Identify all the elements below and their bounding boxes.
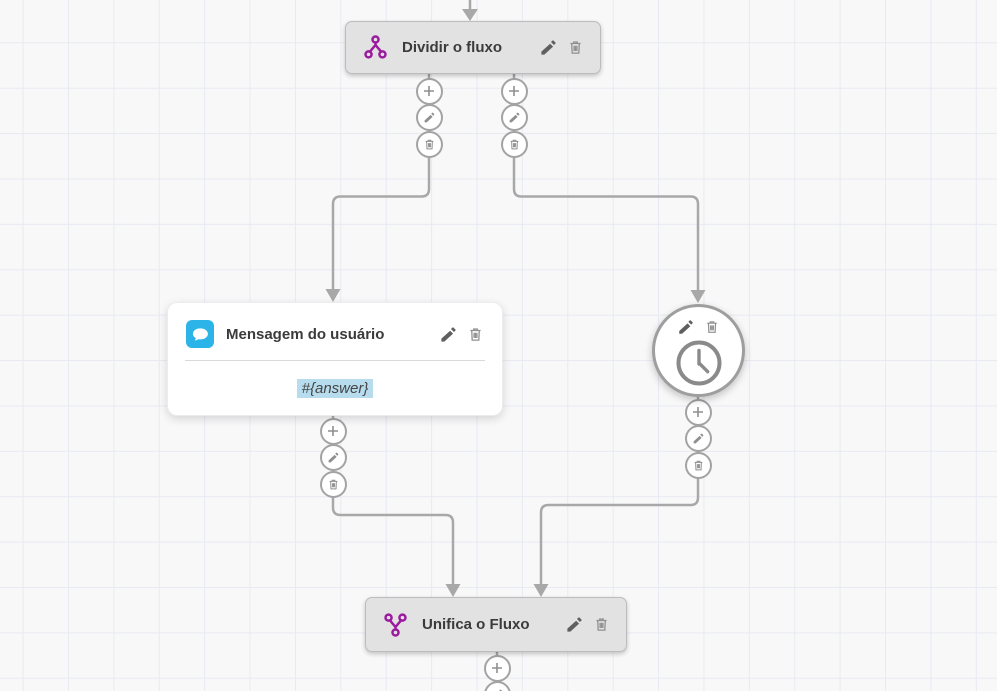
pencil-icon xyxy=(541,40,556,55)
delete-connector-button[interactable] xyxy=(415,130,443,158)
connector-timer-to-merge xyxy=(539,397,700,584)
trash-icon xyxy=(707,321,717,333)
connector-split-left xyxy=(331,74,431,289)
pencil-icon xyxy=(424,112,434,123)
pencil-icon xyxy=(567,617,582,632)
delete-connector-button[interactable] xyxy=(319,470,347,498)
delete-connector-button[interactable] xyxy=(500,130,528,158)
delete-node-button[interactable] xyxy=(593,616,610,633)
node-title: Mensagem do usuário xyxy=(226,325,385,343)
pencil-icon xyxy=(693,433,703,444)
delete-node-button[interactable] xyxy=(704,319,720,335)
delete-node-button[interactable] xyxy=(467,326,484,343)
clock-icon xyxy=(676,340,721,386)
trash-icon xyxy=(470,327,481,341)
edit-node-button[interactable] xyxy=(565,615,584,634)
delete-node-button[interactable] xyxy=(567,39,584,56)
chat-bubble-icon xyxy=(186,320,214,348)
arrowhead-into-merge-left xyxy=(445,584,461,597)
trash-icon xyxy=(596,618,607,631)
merge-flow-icon xyxy=(384,613,407,637)
node-split-flow[interactable]: Dividir o fluxo xyxy=(345,21,601,74)
variable-chip[interactable]: #{answer} xyxy=(296,378,374,398)
edit-node-button[interactable] xyxy=(539,38,558,57)
node-divider xyxy=(185,360,485,361)
add-step-button[interactable] xyxy=(415,77,443,105)
edit-connector-button[interactable] xyxy=(319,444,347,471)
add-step-button[interactable] xyxy=(483,654,511,682)
split-flow-icon xyxy=(364,35,387,59)
plus-icon xyxy=(509,86,519,96)
node-title: Unifica o Fluxo xyxy=(422,616,530,633)
connector-message-to-merge xyxy=(331,416,455,584)
arrowhead-into-merge-right xyxy=(533,584,549,597)
add-step-button[interactable] xyxy=(500,77,528,105)
pencil-icon xyxy=(679,320,693,334)
delete-connector-button[interactable] xyxy=(684,451,712,479)
node-title: Dividir o fluxo xyxy=(402,39,503,56)
arrowhead-into-message xyxy=(325,289,341,302)
edit-connector-button[interactable] xyxy=(684,425,712,452)
trash-icon xyxy=(510,139,518,149)
add-step-button[interactable] xyxy=(319,417,347,445)
edit-node-button[interactable] xyxy=(677,318,695,336)
edit-connector-button[interactable] xyxy=(415,104,443,131)
pencil-icon xyxy=(441,326,456,342)
edit-node-button[interactable] xyxy=(439,325,458,344)
pencil-icon xyxy=(328,452,338,463)
pencil-icon xyxy=(509,112,519,123)
node-user-message[interactable]: Mensagem do usuário #{answer} xyxy=(167,302,503,416)
trash-icon xyxy=(329,479,337,489)
plus-icon xyxy=(424,86,434,96)
trash-icon xyxy=(425,139,433,149)
arrowhead-into-split xyxy=(462,9,478,21)
arrowhead-into-timer xyxy=(690,290,706,303)
node-merge-flow[interactable]: Unifica o Fluxo xyxy=(365,597,627,652)
node-timer[interactable] xyxy=(652,304,745,397)
trash-icon xyxy=(694,460,702,470)
connector-split-right xyxy=(512,74,700,291)
edit-connector-button[interactable] xyxy=(500,104,528,131)
plus-icon xyxy=(328,426,338,436)
plus-icon xyxy=(693,407,703,417)
plus-icon xyxy=(492,663,502,673)
add-step-button[interactable] xyxy=(684,398,712,426)
trash-icon xyxy=(570,41,581,54)
